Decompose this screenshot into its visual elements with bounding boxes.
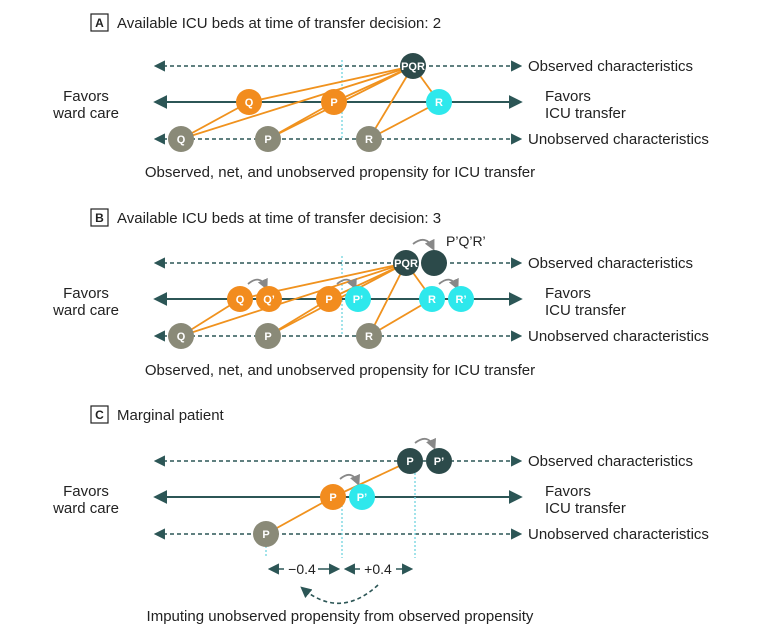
panel-b-observed-node-shifted (421, 250, 447, 276)
panel-b-unobserved-node-q: Q (168, 323, 194, 349)
svg-text:P’: P’ (357, 492, 367, 504)
panel-c-favors-left-2: ward care (52, 500, 119, 517)
panel-c-net-node-p-prime: P’ (349, 484, 375, 510)
panel-a-caption: Observed, net, and unobserved propensity… (145, 164, 535, 181)
panel-b-unobserved-node-r: R (356, 323, 382, 349)
svg-text:P: P (262, 529, 269, 541)
panel-c-letter-box (90, 405, 109, 424)
panel-a-favors-left-1: Favors (63, 88, 109, 105)
panel-c-observed-node-p-prime: P’ (426, 448, 452, 474)
panel-b-net-node-q-prime: Q’ (256, 286, 282, 312)
panel-b-observed-label: Observed characteristics (528, 255, 693, 272)
svg-text:P: P (406, 456, 413, 468)
panel-b-letter: B (95, 211, 104, 225)
panel-a: A Available ICU beds at time of transfer… (52, 13, 709, 181)
svg-text:Q: Q (245, 97, 254, 109)
panel-c-unobserved-label: Unobserved characteristics (528, 526, 709, 543)
panel-c-net-node-p: P (320, 484, 346, 510)
panel-b-unobserved-node-p: P (255, 323, 281, 349)
svg-text:R: R (365, 134, 373, 146)
panel-a-observed-node: PQR (400, 53, 426, 79)
panel-a-net-node-q: Q (236, 89, 262, 115)
panel-c-plus-label-bg (360, 561, 396, 577)
svg-text:Q: Q (177, 134, 186, 146)
panel-b-shift-label: P’Q’R’ (446, 233, 486, 249)
svg-text:R: R (428, 294, 436, 306)
panel-b-title: Available ICU beds at time of transfer d… (117, 210, 441, 227)
panel-c-minus-label: −0.4 (288, 561, 316, 577)
panel-a-unobserved-node-p: P (255, 126, 281, 152)
panel-a-unobserved-label: Unobserved characteristics (528, 131, 709, 148)
panel-a-unobserved-node-r: R (356, 126, 382, 152)
svg-text:PQR: PQR (401, 61, 425, 73)
panel-c-minus-label-bg (284, 561, 318, 577)
panel-b-favors-right-2: ICU transfer (545, 302, 626, 319)
svg-text:P: P (330, 97, 337, 109)
svg-text:R’: R’ (456, 294, 467, 306)
panel-b-letter-box (90, 208, 109, 227)
panel-b-net-node-p-prime: P’ (345, 286, 371, 312)
svg-text:P: P (329, 492, 336, 504)
panel-a-unobserved-node-q: Q (168, 126, 194, 152)
panel-c-impute-arrow (300, 584, 379, 605)
panel-c: C Marginal patient Favors ward care Favo… (52, 405, 709, 625)
panel-b-net-node-r: R (419, 286, 445, 312)
svg-text:P’: P’ (434, 456, 444, 468)
panel-c-favors-left-1: Favors (63, 483, 109, 500)
panel-a-net-node-r: R (426, 89, 452, 115)
svg-text:P: P (264, 331, 271, 343)
panel-b-net-node-r-prime: R’ (448, 286, 474, 312)
panel-c-favors-right-1: Favors (545, 483, 591, 500)
svg-text:R: R (365, 331, 373, 343)
panel-b-net-node-p: P (316, 286, 342, 312)
svg-text:PQR: PQR (394, 258, 418, 270)
panel-c-caption: Imputing unobserved propensity from obse… (147, 608, 534, 625)
svg-text:Q: Q (177, 331, 186, 343)
svg-text:Q: Q (236, 294, 245, 306)
panel-c-title: Marginal patient (117, 407, 225, 424)
panel-c-favors-right-2: ICU transfer (545, 500, 626, 517)
svg-text:P: P (264, 134, 271, 146)
panel-b-observed-node-pqr: PQR (393, 250, 419, 276)
panel-c-unobserved-node-p: P (253, 521, 279, 547)
panel-b-net-node-q: Q (227, 286, 253, 312)
panel-b-favors-right-1: Favors (545, 285, 591, 302)
panel-a-net-node-p: P (321, 89, 347, 115)
panel-c-plus-label: +0.4 (364, 561, 392, 577)
panel-b-shift-arrows (247, 238, 459, 290)
panel-c-shift-arrows (339, 437, 436, 486)
svg-text:P’: P’ (353, 294, 363, 306)
panel-a-observed-label: Observed characteristics (528, 58, 693, 75)
panel-b-unobserved-label: Unobserved characteristics (528, 328, 709, 345)
svg-text:R: R (435, 97, 443, 109)
panel-b: B Available ICU beds at time of transfer… (52, 208, 709, 379)
panel-b-caption: Observed, net, and unobserved propensity… (145, 362, 535, 379)
panel-b-favors-left-2: ward care (52, 302, 119, 319)
panel-c-letter: C (95, 408, 104, 422)
panel-a-letter: A (95, 16, 104, 30)
svg-text:P: P (325, 294, 332, 306)
svg-text:Q’: Q’ (263, 294, 275, 306)
panel-a-title: Available ICU beds at time of transfer d… (117, 15, 441, 32)
panel-c-observed-label: Observed characteristics (528, 453, 693, 470)
panel-a-favors-right-1: Favors (545, 88, 591, 105)
panel-b-favors-left-1: Favors (63, 285, 109, 302)
panel-c-observed-node-p: P (397, 448, 423, 474)
panel-a-favors-right-2: ICU transfer (545, 105, 626, 122)
panel-a-letter-box (90, 13, 109, 32)
panel-a-favors-left-2: ward care (52, 105, 119, 122)
